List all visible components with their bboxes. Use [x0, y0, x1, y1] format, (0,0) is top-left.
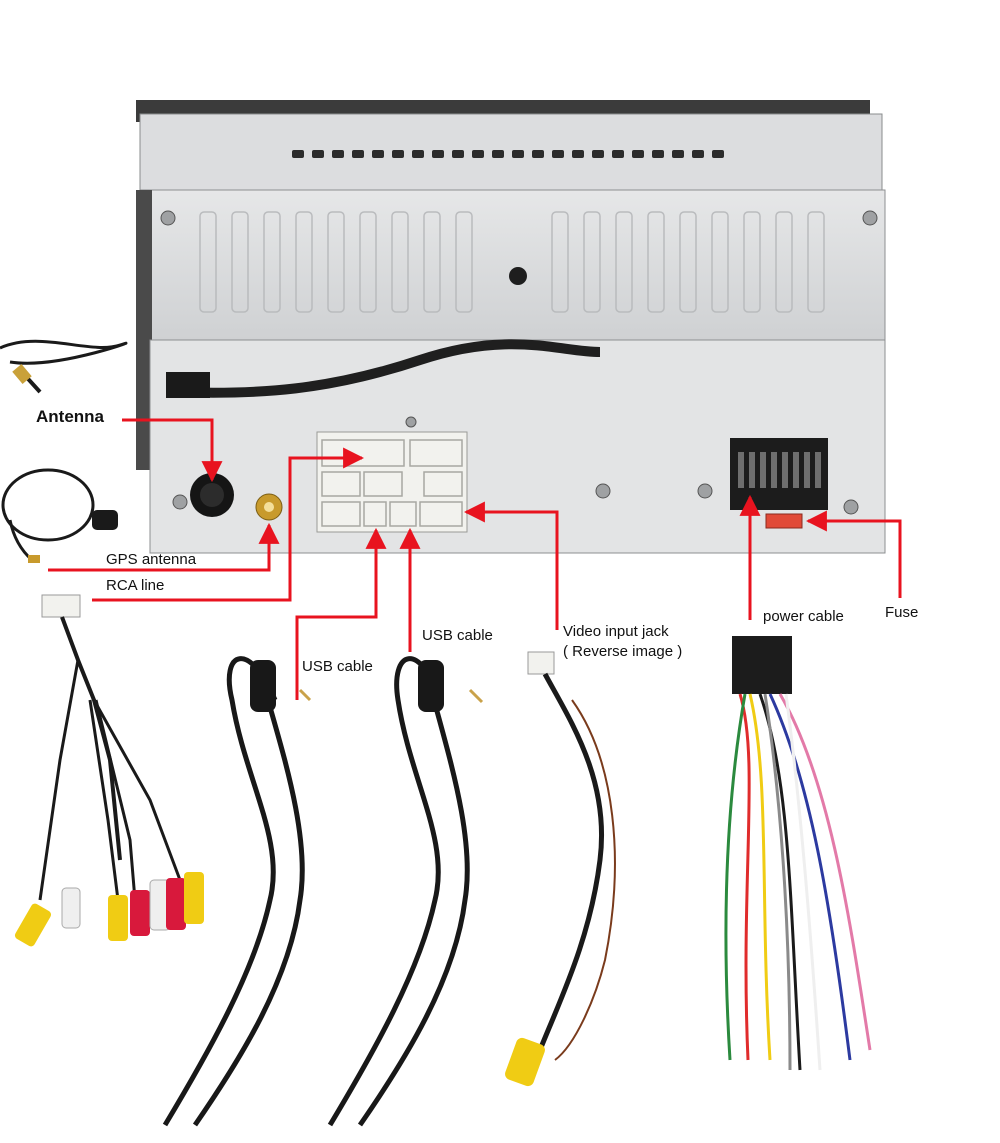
power-pin [782, 452, 788, 488]
head-unit [136, 100, 886, 554]
unit-top-panel [139, 113, 883, 191]
screw [862, 210, 878, 226]
arrow-video-input [463, 501, 559, 630]
vent-slot [532, 150, 544, 158]
center-hole [509, 267, 527, 285]
internal-cable [174, 339, 601, 398]
panel-rib [391, 211, 409, 313]
label-reverse-image: ( Reverse image ) [563, 643, 683, 660]
screw [595, 483, 611, 499]
screw [160, 210, 176, 226]
panel-rib [327, 211, 345, 313]
vent-slot [612, 150, 624, 158]
vent-slot [492, 150, 504, 158]
screw [697, 483, 713, 499]
panel-rib [359, 211, 377, 313]
power-harness [724, 636, 872, 1071]
unit-side [136, 190, 152, 470]
panel-rib [199, 211, 217, 313]
panel-rib [263, 211, 281, 313]
power-connector [730, 438, 828, 510]
power-pin [771, 452, 777, 488]
panel-rib [583, 211, 601, 313]
power-pin [793, 452, 799, 488]
panel-rib [679, 211, 697, 313]
arrow-rca-line [92, 447, 365, 602]
rca-harness [14, 594, 204, 947]
label-video-input: Video input jack [563, 623, 669, 640]
arrow-fuse [805, 510, 902, 598]
label-usb-cable-2: USB cable [422, 627, 493, 644]
connector-slots [321, 439, 463, 527]
video-input-cable [505, 651, 616, 1087]
usb-cable-left [162, 656, 312, 1127]
panel-rib [647, 211, 665, 313]
screw [172, 494, 188, 510]
label-gps-antenna: GPS antenna [106, 551, 197, 568]
vent-slot [512, 150, 524, 158]
power-pin [738, 452, 744, 488]
label-antenna: Antenna [36, 407, 104, 426]
arrow-antenna [122, 418, 223, 483]
vent-slot [332, 150, 344, 158]
callout-arrows [48, 418, 902, 700]
vent-slot [632, 150, 644, 158]
vent-slot [392, 150, 404, 158]
vent-slot [672, 150, 684, 158]
panel-rib [743, 211, 761, 313]
arrow-gps-antenna [48, 522, 280, 572]
vent-slot [412, 150, 424, 158]
panel-rib [231, 211, 249, 313]
vent-slot [372, 150, 384, 158]
gps-socket-pin [264, 502, 274, 512]
vent-slot [352, 150, 364, 158]
panel-rib [423, 211, 441, 313]
vent-slot [432, 150, 444, 158]
panel-rib [455, 211, 473, 313]
usb-cable-right [327, 656, 484, 1127]
panel-rib [807, 211, 825, 313]
vent-slot [452, 150, 464, 158]
label-usb-cable-1: USB cable [302, 658, 373, 675]
panel-rib [775, 211, 793, 313]
power-pin [749, 452, 755, 488]
main-connector-block [316, 431, 468, 533]
vent-slot [312, 150, 324, 158]
label-rca-line: RCA line [106, 577, 165, 594]
arrow-usb-cable-1 [295, 527, 387, 700]
unit-upper-panel [149, 189, 886, 341]
vent-slot [592, 150, 604, 158]
label-fuse: Fuse [885, 604, 919, 621]
screw [843, 499, 859, 515]
vent-slot [712, 150, 724, 158]
fuse-holder [765, 513, 803, 529]
antenna-cable [0, 339, 128, 394]
vent-slot [572, 150, 584, 158]
vent-slot [292, 150, 304, 158]
top-vents [292, 150, 724, 158]
panel-rib [615, 211, 633, 313]
cable-clip [166, 372, 210, 398]
antenna-socket-inner [200, 483, 224, 507]
vent-slot [472, 150, 484, 158]
panel-rib [295, 211, 313, 313]
power-pin [804, 452, 810, 488]
gps-antenna-device [1, 468, 118, 563]
vent-slot [552, 150, 564, 158]
vent-slot [652, 150, 664, 158]
panel-rib [551, 211, 569, 313]
panel-rib [711, 211, 729, 313]
vent-slot [692, 150, 704, 158]
power-pin [760, 452, 766, 488]
label-power-cable: power cable [763, 608, 844, 625]
screw [405, 416, 417, 428]
power-pin [815, 452, 821, 488]
